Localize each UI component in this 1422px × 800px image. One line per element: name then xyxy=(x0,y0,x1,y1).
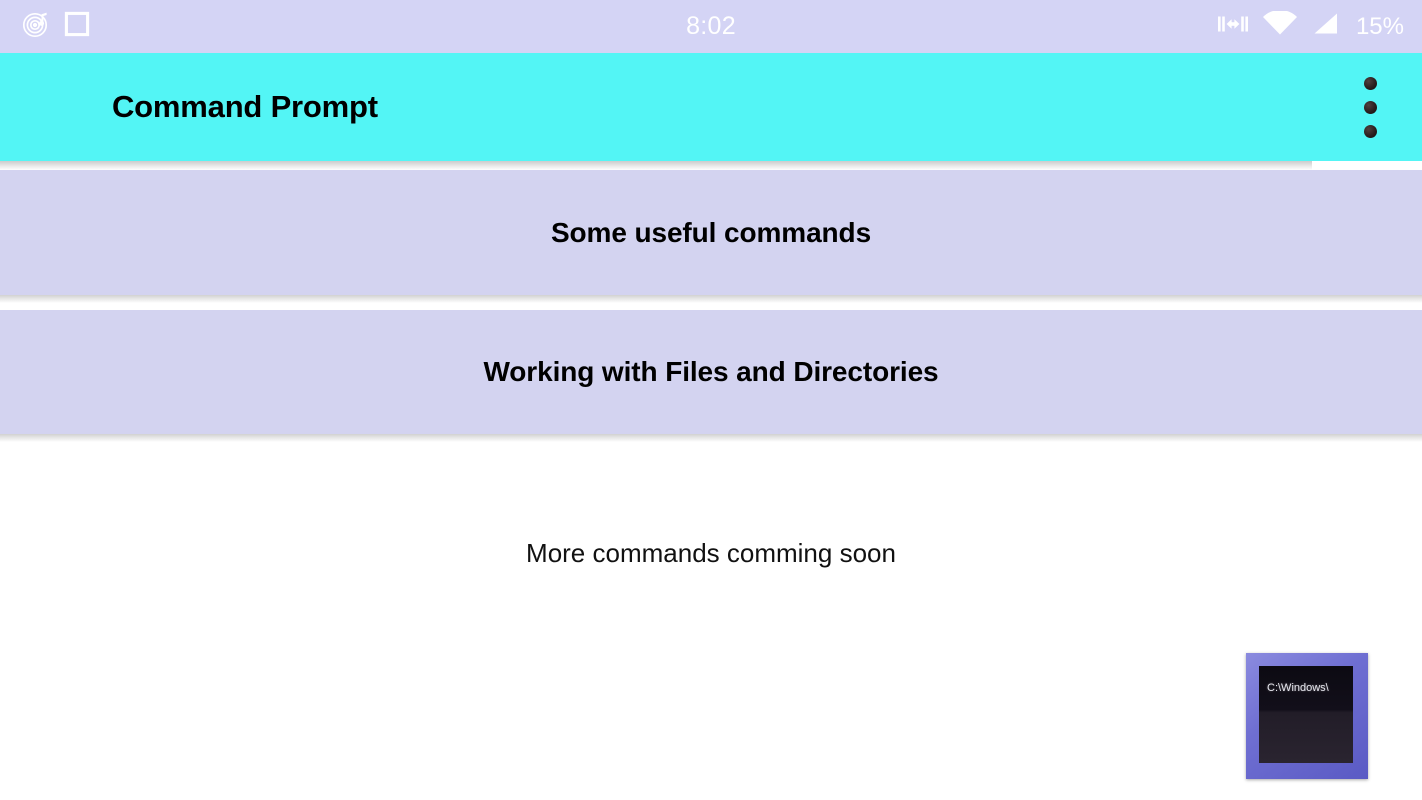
overflow-menu-icon[interactable] xyxy=(1364,77,1377,138)
status-bar: 8:02 15 xyxy=(0,0,1422,53)
wifi-icon xyxy=(1262,9,1298,42)
status-bar-right-icons: 15% xyxy=(1217,9,1404,42)
list-item-working-with-files-and-directories[interactable]: Working with Files and Directories xyxy=(0,310,1422,442)
status-bar-clock: 8:02 xyxy=(686,12,736,40)
list-item-some-useful-commands[interactable]: Some useful commands xyxy=(0,170,1422,303)
terminal-bevel-frame: C:\Windows\ xyxy=(1259,666,1353,763)
terminal-screen: C:\Windows\ xyxy=(1259,666,1353,763)
terminal-path-text: C:\Windows\ xyxy=(1267,682,1329,694)
battery-percentage-label: 15% xyxy=(1355,12,1404,40)
signal-icon xyxy=(1311,11,1341,42)
vibrate-icon xyxy=(1217,11,1249,42)
list-item-label: Some useful commands xyxy=(550,216,872,248)
overflow-dot xyxy=(1364,77,1377,90)
overflow-dot xyxy=(1364,101,1377,114)
status-bar-left-icons xyxy=(0,10,90,43)
coming-soon-note: More commands comming soon xyxy=(526,538,896,568)
music-player-icon xyxy=(22,10,50,43)
overflow-dot xyxy=(1364,125,1377,138)
list-item-label: Working with Files and Directories xyxy=(483,356,939,387)
command-category-list: Some useful commands Working with Files … xyxy=(0,170,1422,449)
command-prompt-thumbnail: C:\Windows\ xyxy=(1246,653,1368,779)
app-bar-shadow xyxy=(0,161,1312,170)
app-square-icon xyxy=(64,11,90,42)
app-bar-title: Command Prompt xyxy=(112,89,378,124)
app-bar: Command Prompt xyxy=(0,53,1422,161)
